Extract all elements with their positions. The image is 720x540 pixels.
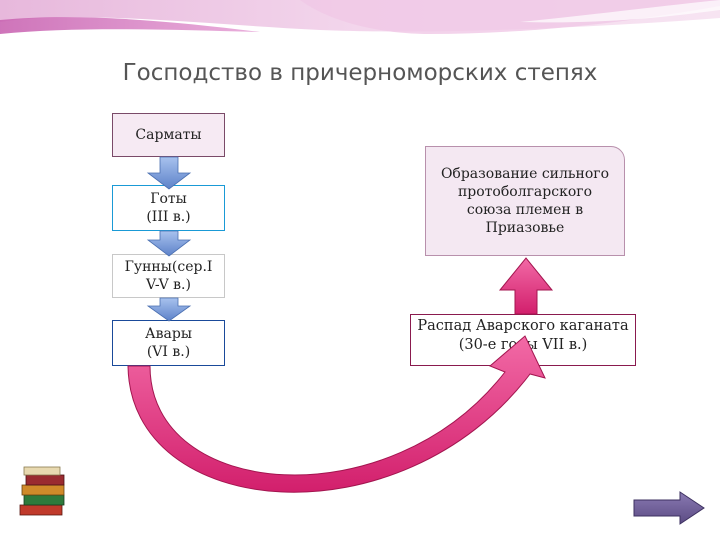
box-sarmaty: Сарматы bbox=[112, 113, 225, 157]
box-obrazovanie-label: Образование сильного протоболгарского со… bbox=[440, 165, 610, 237]
box-gunny: Гунны(сер.I V-V в.) bbox=[112, 254, 225, 298]
box-avary: Авары (VI в.) bbox=[112, 320, 225, 366]
box-goty-line2: (III в.) bbox=[146, 209, 191, 225]
header-decoration bbox=[0, 0, 720, 34]
next-slide-button[interactable] bbox=[632, 490, 706, 526]
books-icon bbox=[19, 466, 65, 516]
box-raspad-label: Распад Аварского каганата (30-е годы VII… bbox=[417, 318, 629, 353]
box-avary-line1: Авары bbox=[145, 325, 192, 342]
box-gunny-line2: V-V в.) bbox=[146, 277, 191, 293]
box-gunny-line1: Гунны(сер.I bbox=[124, 258, 213, 275]
box-raspad: Распад Аварского каганата (30-е годы VII… bbox=[410, 314, 636, 366]
up-arrow-icon bbox=[498, 257, 554, 315]
slide-title: Господство в причерноморских степях bbox=[122, 60, 598, 86]
arrow-right-icon bbox=[633, 491, 705, 525]
box-goty-line1: Готы bbox=[150, 190, 187, 207]
box-obrazovanie: Образование сильного протоболгарского со… bbox=[425, 146, 625, 256]
box-sarmaty-label: Сарматы bbox=[135, 126, 202, 143]
box-avary-line2: (VI в.) bbox=[146, 344, 191, 360]
box-goty: Готы (III в.) bbox=[112, 185, 225, 231]
down-arrow-icon bbox=[146, 297, 192, 322]
down-arrow-icon bbox=[146, 230, 192, 257]
